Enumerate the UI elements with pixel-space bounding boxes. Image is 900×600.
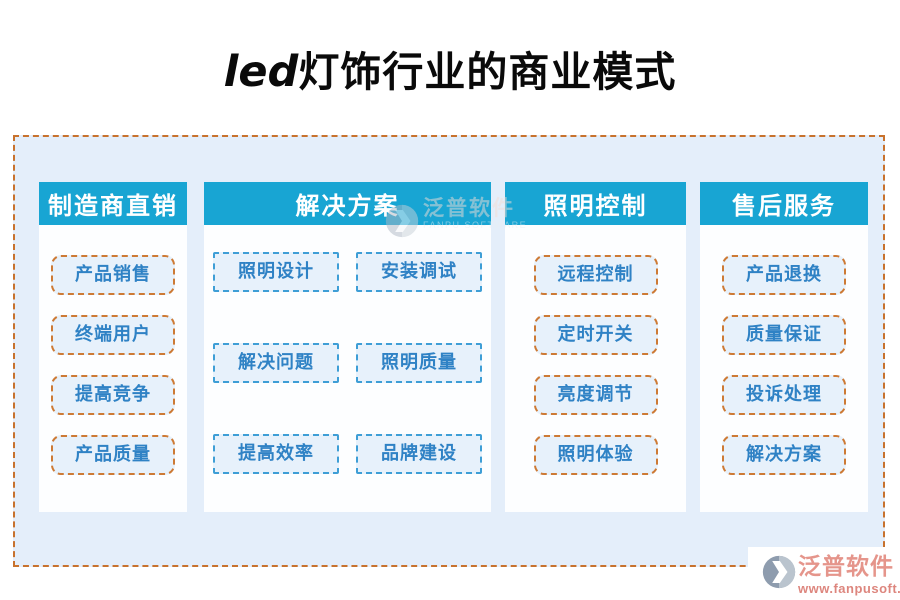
footer-url: www.fanpusoft.com [798,581,900,596]
footer-logo-text: 泛普软件 www.fanpusoft.com [798,547,900,596]
column-items: 产品销售 终端用户 提高竞争 产品质量 [39,225,187,475]
column-after-sales-service: 售后服务 产品退换 质量保证 投诉处理 解决方案 [700,182,868,512]
column-items: 产品退换 质量保证 投诉处理 解决方案 [700,225,868,475]
fanpu-logo-icon [762,555,796,594]
column-header: 制造商直销 [39,182,187,225]
item-box: 提高竞争 [51,375,175,415]
item-box: 远程控制 [533,255,658,295]
column-items: 远程控制 定时开关 亮度调节 照明体验 [505,225,686,475]
item-box: 产品退换 [722,255,846,295]
item-box: 安装调试 [356,252,482,292]
column-solutions: 解决方案 照明设计 安装调试 解决问题 照明质量 提高效率 品牌建设 [204,182,491,512]
item-box: 亮度调节 [533,375,658,415]
item-box: 品牌建设 [356,434,482,474]
item-box: 照明设计 [213,252,339,292]
column-manufacturer-direct-sales: 制造商直销 产品销售 终端用户 提高竞争 产品质量 [39,182,187,512]
column-header: 照明控制 [505,182,686,225]
footer-logo: 泛普软件 www.fanpusoft.com [748,547,900,600]
item-box: 照明质量 [356,343,482,383]
page-title-cjk: 灯饰行业的商业模式 [298,49,677,95]
item-box: 解决问题 [213,343,339,383]
page-title-latin: led [223,47,299,97]
column-lighting-control: 照明控制 远程控制 定时开关 亮度调节 照明体验 [505,182,686,512]
footer-brand: 泛普软件 [798,554,894,579]
column-header: 解决方案 [204,182,491,225]
column-panels: 制造商直销 产品销售 终端用户 提高竞争 产品质量 解决方案 照明设计 安装调试… [39,182,868,512]
item-box: 产品销售 [51,255,175,295]
item-box: 定时开关 [533,315,658,355]
item-box: 照明体验 [533,435,658,475]
item-box: 产品质量 [51,435,175,475]
item-box: 解决方案 [722,435,846,475]
column-items: 照明设计 安装调试 解决问题 照明质量 提高效率 品牌建设 [204,225,491,474]
item-box: 质量保证 [722,315,846,355]
item-box: 提高效率 [213,434,339,474]
item-box: 终端用户 [51,315,175,355]
item-box: 投诉处理 [722,375,846,415]
business-model-board: 制造商直销 产品销售 终端用户 提高竞争 产品质量 解决方案 照明设计 安装调试… [13,135,885,567]
column-header: 售后服务 [700,182,868,225]
page-title: led灯饰行业的商业模式 [0,38,900,98]
